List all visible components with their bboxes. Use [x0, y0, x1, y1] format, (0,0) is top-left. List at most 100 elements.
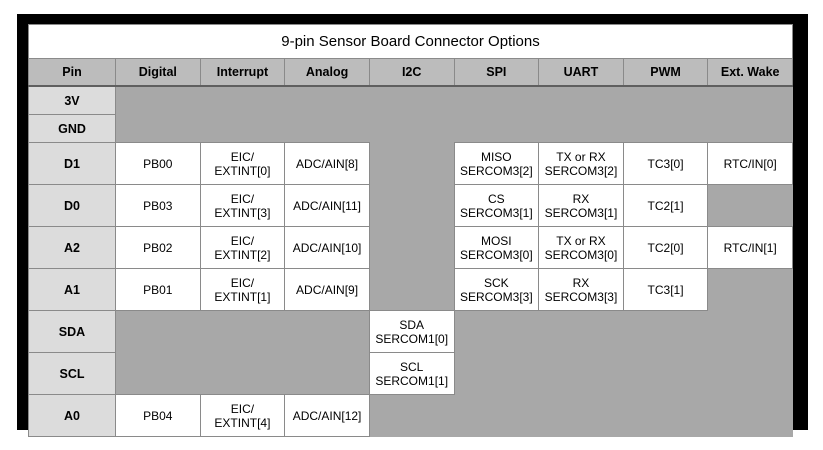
cell-empty [369, 114, 454, 143]
cell-value: PB00 [115, 142, 201, 185]
cell-value: ADC/AIN[8] [284, 142, 370, 185]
pin-label: A2 [28, 226, 116, 269]
col-header-analog: Analog [284, 58, 370, 87]
cell-empty [284, 352, 370, 395]
cell-empty [454, 310, 539, 353]
pin-label: 3V [28, 85, 116, 115]
cell-empty [284, 114, 370, 143]
cell-empty [369, 394, 454, 437]
cell-empty [369, 268, 454, 311]
col-header-digital: Digital [115, 58, 201, 87]
pin-label: D0 [28, 184, 116, 227]
cell-empty [454, 114, 539, 143]
cell-empty [284, 310, 370, 353]
cell-value: SDA SERCOM1[0] [368, 310, 455, 353]
cell-empty [454, 394, 539, 437]
cell-empty [369, 184, 454, 227]
cell-empty [623, 310, 708, 353]
col-header-pin: Pin [28, 58, 116, 87]
col-header-pwm: PWM [622, 58, 709, 87]
table-row: SCL SCL SERCOM1[1] [28, 352, 793, 395]
table-title: 9-pin Sensor Board Connector Options [28, 24, 793, 59]
cell-empty [623, 86, 708, 115]
cell-value: SCK SERCOM3[3] [453, 268, 540, 311]
cell-value: PB02 [115, 226, 201, 269]
table-row: GND [28, 114, 793, 143]
cell-value: ADC/AIN[9] [284, 268, 370, 311]
cell-value: TC2[0] [622, 226, 709, 269]
cell-empty [200, 310, 285, 353]
cell-empty [369, 142, 454, 185]
cell-empty [284, 86, 370, 115]
cell-value: SCL SERCOM1[1] [368, 352, 455, 395]
cell-value: RTC/IN[0] [707, 142, 793, 185]
cell-empty [707, 268, 793, 311]
cell-value: TC2[1] [622, 184, 709, 227]
cell-empty [707, 394, 793, 437]
cell-value: PB04 [115, 394, 201, 437]
cell-value: EIC/ EXTINT[2] [199, 226, 286, 269]
col-header-uart: UART [538, 58, 624, 87]
connector-options-table: 9-pin Sensor Board Connector Options Pin… [28, 24, 793, 437]
cell-value: PB01 [115, 268, 201, 311]
cell-value: ADC/AIN[12] [284, 394, 370, 437]
col-header-ext-wake: Ext. Wake [707, 58, 793, 87]
cell-value: TC3[0] [622, 142, 709, 185]
cell-value: MOSI SERCOM3[0] [453, 226, 540, 269]
table-row: SDA SDA SERCOM1[0] [28, 310, 793, 353]
cell-empty [538, 310, 624, 353]
cell-empty [707, 310, 793, 353]
cell-empty [538, 86, 624, 115]
title-row: 9-pin Sensor Board Connector Options [28, 24, 793, 59]
cell-empty [538, 352, 624, 395]
cell-empty [115, 310, 201, 353]
header-row: Pin Digital Interrupt Analog I2C SPI UAR… [28, 58, 793, 87]
cell-empty [707, 114, 793, 143]
cell-empty [454, 86, 539, 115]
cell-value: RX SERCOM3[3] [538, 268, 624, 311]
cell-empty [623, 114, 708, 143]
cell-empty [538, 114, 624, 143]
cell-empty [369, 86, 454, 115]
cell-value: RTC/IN[1] [707, 226, 793, 269]
cell-empty [623, 394, 708, 437]
col-header-i2c: I2C [368, 58, 455, 87]
pin-label: SDA [28, 310, 116, 353]
cell-value: ADC/AIN[11] [284, 184, 370, 227]
pin-label: A1 [28, 268, 116, 311]
cell-value: MISO SERCOM3[2] [453, 142, 540, 185]
cell-empty [200, 86, 285, 115]
table-row: 3V [28, 85, 793, 115]
cell-empty [454, 352, 539, 395]
cell-empty [115, 114, 201, 143]
cell-value: PB03 [115, 184, 201, 227]
col-header-interrupt: Interrupt [199, 58, 286, 87]
cell-empty [115, 86, 201, 115]
cell-empty [369, 226, 454, 269]
pin-label: SCL [28, 352, 116, 395]
pin-label: D1 [28, 142, 116, 185]
cell-empty [115, 352, 201, 395]
cell-value: TX or RX SERCOM3[2] [538, 142, 624, 185]
cell-value: TX or RX SERCOM3[0] [538, 226, 624, 269]
cell-value: EIC/ EXTINT[1] [199, 268, 286, 311]
black-frame: 9-pin Sensor Board Connector Options Pin… [17, 14, 808, 437]
cell-empty [707, 352, 793, 395]
cell-empty [707, 86, 793, 115]
cell-value: RX SERCOM3[1] [538, 184, 624, 227]
cell-value: TC3[1] [622, 268, 709, 311]
pin-label: GND [28, 114, 116, 143]
col-header-spi: SPI [453, 58, 540, 87]
cell-empty [623, 352, 708, 395]
cell-value: EIC/ EXTINT[4] [199, 394, 286, 437]
cell-value: EIC/ EXTINT[0] [199, 142, 286, 185]
cell-empty [200, 352, 285, 395]
cell-empty [538, 394, 624, 437]
cell-value: ADC/AIN[10] [284, 226, 370, 269]
